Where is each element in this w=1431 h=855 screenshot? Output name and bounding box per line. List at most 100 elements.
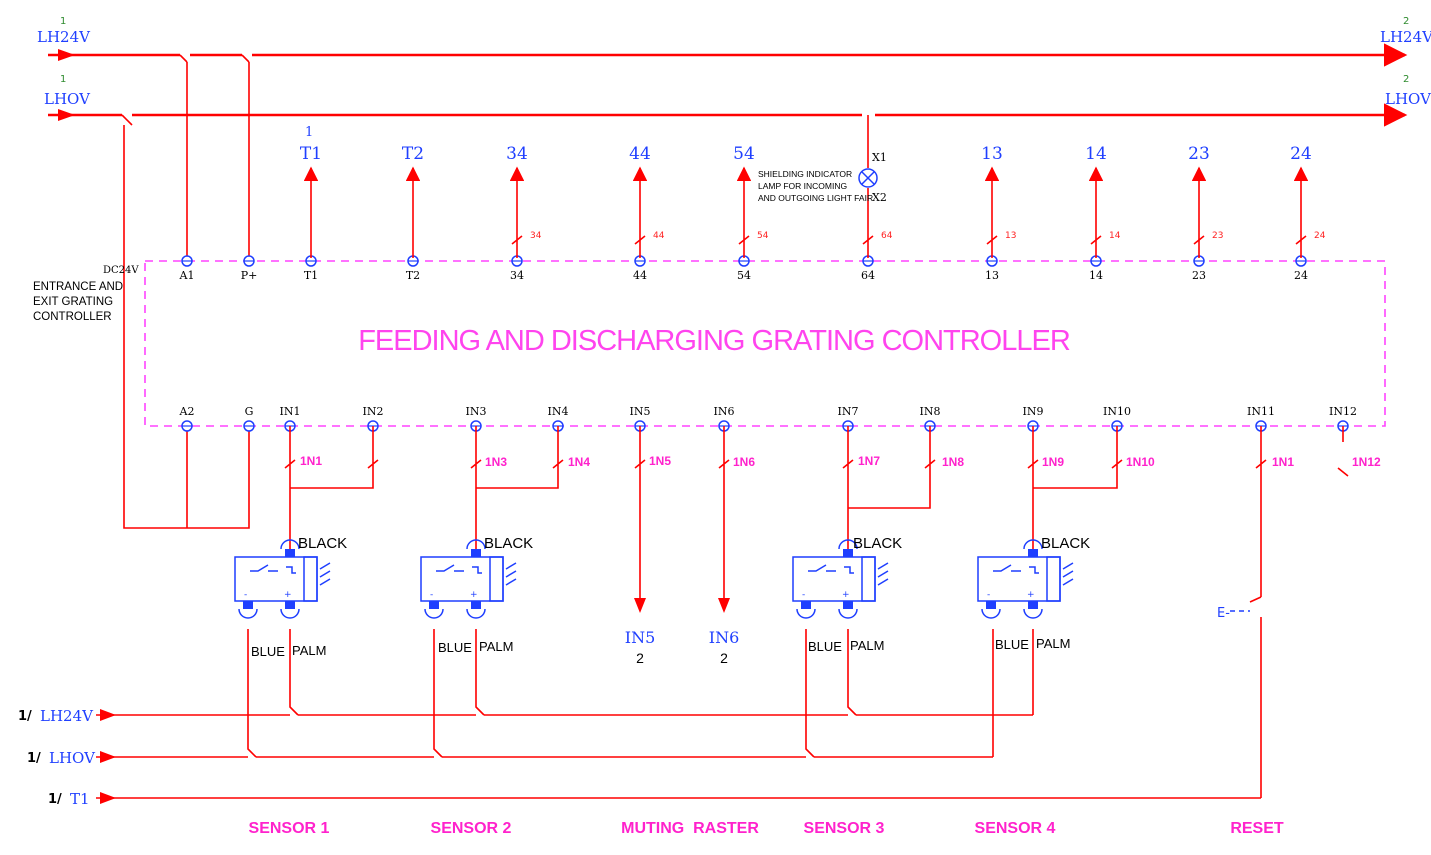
input-wiring bbox=[284, 426, 1349, 798]
input-tag: 1N4 bbox=[568, 455, 590, 469]
caption-reset: RESET bbox=[1230, 820, 1284, 837]
top-output-num: 1 bbox=[305, 125, 313, 140]
side-label-line-2: EXIT GRATING bbox=[33, 296, 113, 308]
wire-tag-64: 64 bbox=[881, 231, 893, 241]
caption-sensor-3: SENSOR 3 bbox=[804, 820, 885, 837]
sensor-3-blue-label: BLUE bbox=[808, 639, 842, 654]
input-tag: 1N10 bbox=[1126, 455, 1155, 469]
lamp-x1: X1 bbox=[872, 151, 887, 164]
terminal-label: IN6 bbox=[714, 405, 735, 418]
sensor-4-black-label: BLACK bbox=[1041, 535, 1090, 552]
rail-num: 1 bbox=[60, 16, 66, 27]
rail-label-lh24v-left: LH24V bbox=[37, 28, 91, 46]
terminal-label: 14 bbox=[1089, 269, 1103, 282]
rail-num: 2 bbox=[1403, 74, 1409, 85]
terminal-label: 54 bbox=[737, 269, 751, 282]
bottom-rail-lh24v: LH24V bbox=[40, 707, 94, 725]
reset-switch-label: E- bbox=[1217, 606, 1230, 621]
terminal-label: 23 bbox=[1192, 269, 1206, 282]
lamp-x2: X2 bbox=[872, 191, 887, 204]
terminal-label: 64 bbox=[861, 269, 875, 282]
wire-tag-34: 34 bbox=[530, 231, 542, 241]
rail-label-lh0v-right: LHOV bbox=[1385, 90, 1431, 108]
terminal-label: IN9 bbox=[1023, 405, 1044, 418]
side-label-line-1: ENTRANCE AND bbox=[33, 281, 123, 293]
terminal-label: A1 bbox=[179, 269, 195, 282]
wire-tag-24: 24 bbox=[1314, 231, 1326, 241]
wire-tag-14: 14 bbox=[1109, 231, 1121, 241]
terminal-label: 24 bbox=[1294, 269, 1308, 282]
input-tag: 1N12 bbox=[1352, 455, 1381, 469]
caption-sensor-4: SENSOR 4 bbox=[975, 820, 1056, 837]
input-tag: 1N3 bbox=[485, 455, 507, 469]
muting-output-in5: IN5 bbox=[625, 628, 656, 647]
terminal-label: 44 bbox=[633, 269, 647, 282]
lamp-desc-2: LAMP FOR INCOMING bbox=[758, 181, 847, 191]
bottom-rail-prefix: 1/ bbox=[48, 792, 62, 807]
terminal-label: IN12 bbox=[1329, 405, 1357, 418]
bottom-rail-t1: T1 bbox=[70, 790, 90, 808]
sensor-4-blue-label: BLUE bbox=[995, 637, 1029, 652]
top-output-label-44: 44 bbox=[629, 144, 651, 164]
terminal-label: 34 bbox=[510, 269, 524, 282]
top-output-label-23: 23 bbox=[1188, 144, 1210, 164]
terminal-label: IN3 bbox=[466, 405, 487, 418]
wire-tag-54: 54 bbox=[757, 231, 769, 241]
sensor-3-palm-label: PALM bbox=[850, 638, 884, 653]
terminal-label: G bbox=[245, 405, 254, 418]
controller-box bbox=[144, 260, 1386, 427]
muting-output-num: 2 bbox=[636, 650, 644, 666]
top-output-label-t2: T2 bbox=[402, 144, 424, 164]
input-tag: 1N6 bbox=[733, 455, 755, 469]
terminal-label: T2 bbox=[406, 269, 420, 282]
controller-voltage: DC24V bbox=[103, 265, 139, 276]
bottom-rail-prefix: 1/ bbox=[27, 751, 41, 766]
rail-lh24v bbox=[48, 43, 1408, 67]
terminal-label: IN10 bbox=[1103, 405, 1131, 418]
terminal-label: P+ bbox=[241, 269, 258, 282]
terminal-label: A2 bbox=[179, 405, 195, 418]
top-output-label-34: 34 bbox=[506, 144, 528, 164]
input-tag: 1N8 bbox=[942, 455, 964, 469]
terminal-label: IN5 bbox=[630, 405, 651, 418]
wire-tag-44: 44 bbox=[653, 231, 665, 241]
wire-tag-13: 13 bbox=[1005, 231, 1016, 241]
terminal-label: IN8 bbox=[920, 405, 941, 418]
sensor-2-palm-label: PALM bbox=[479, 639, 513, 654]
rail-label-lh24v-right: LH24V bbox=[1380, 28, 1431, 46]
terminal-label: IN1 bbox=[280, 405, 301, 418]
input-tag: 1N1 bbox=[1272, 455, 1294, 469]
lamp-desc-1: SHIELDING INDICATOR bbox=[758, 169, 852, 179]
top-output-label-54: 54 bbox=[733, 144, 755, 164]
muting-output-in6: IN6 bbox=[709, 628, 740, 647]
muting-output-num: 2 bbox=[720, 650, 728, 666]
caption-muting-raster: MUTING RASTER bbox=[621, 820, 759, 837]
input-tag: 1N5 bbox=[649, 454, 671, 468]
terminal-label: IN2 bbox=[363, 405, 384, 418]
input-tag: 1N9 bbox=[1042, 455, 1064, 469]
sensor-1-palm-label: PALM bbox=[292, 643, 326, 658]
bottom-rail-prefix: 1/ bbox=[18, 709, 32, 724]
top-output-label-13: 13 bbox=[981, 144, 1003, 164]
terminal-label: T1 bbox=[304, 269, 318, 282]
sensor-1-black-label: BLACK bbox=[298, 535, 347, 552]
top-output-label-24: 24 bbox=[1290, 144, 1312, 164]
terminal-label: IN4 bbox=[548, 405, 569, 418]
top-output-label-t1: T1 bbox=[300, 144, 322, 164]
terminal-label: 13 bbox=[985, 269, 999, 282]
caption-sensor-2: SENSOR 2 bbox=[431, 820, 512, 837]
top-output-label-14: 14 bbox=[1085, 144, 1107, 164]
rail-num: 1 bbox=[60, 74, 66, 85]
rail-lh0v bbox=[48, 103, 1408, 127]
indicator-lamp bbox=[858, 115, 878, 258]
rail-label-lh0v-left: LHOV bbox=[44, 90, 91, 108]
sensor-3-black-label: BLACK bbox=[853, 535, 902, 552]
wire-tag-23: 23 bbox=[1212, 231, 1223, 241]
caption-sensor-1: SENSOR 1 bbox=[249, 820, 330, 837]
sensor-2-black-label: BLACK bbox=[484, 535, 533, 552]
sensor-4-palm-label: PALM bbox=[1036, 636, 1070, 651]
bottom-rail-wiring bbox=[96, 629, 1261, 804]
side-label-line-3: CONTROLLER bbox=[33, 311, 112, 323]
